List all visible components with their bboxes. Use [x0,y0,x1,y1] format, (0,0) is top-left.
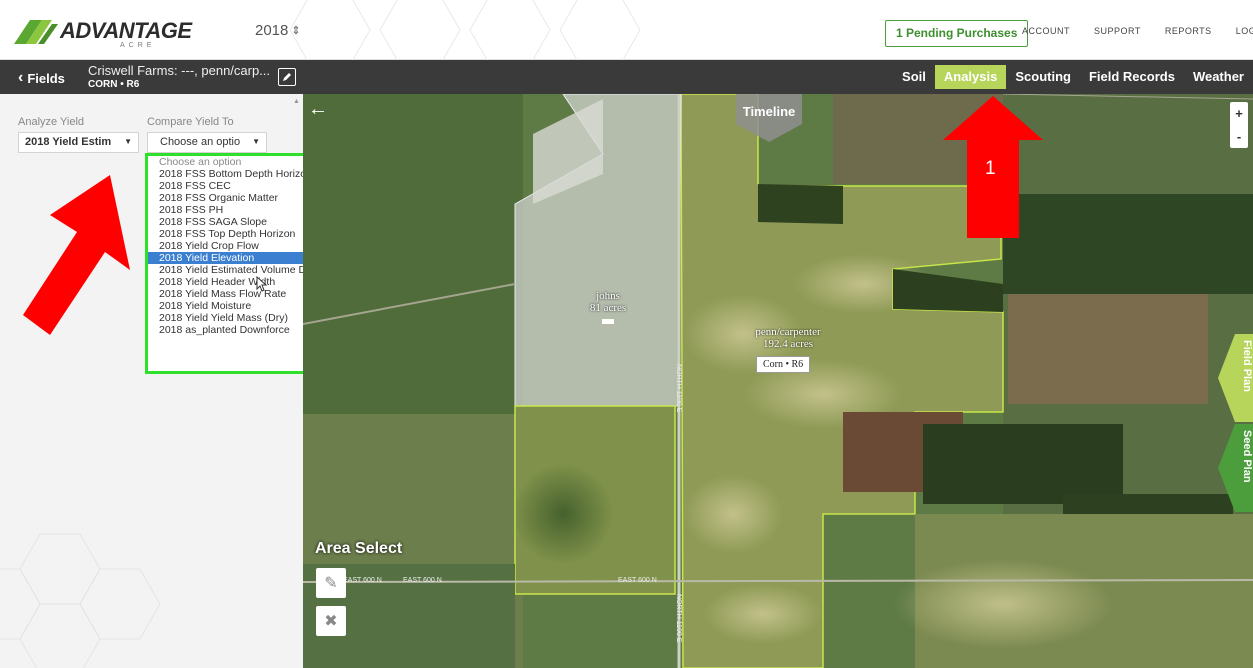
field-plan-label: Field Plan [1241,340,1253,392]
pencil-icon [283,73,291,81]
compare-yield-value: Choose an optio [160,136,241,148]
updown-caret-icon: ⇕ [291,25,301,37]
collapse-panel-arrow-icon[interactable]: ← [308,98,328,120]
view-tabs: Soil Analysis Scouting Field Records Wea… [893,60,1253,94]
nav-account[interactable]: ACCOUNT [1022,26,1070,36]
analysis-panel: ▲ Analyze Yield Compare Yield To 2018 Yi… [0,94,303,668]
back-to-fields-button[interactable]: ‹ Fields [18,69,65,87]
annotation-arrow-diagonal [23,175,130,335]
option-item[interactable]: 2018 FSS SAGA Slope [159,216,267,228]
year-value: 2018 [255,22,289,39]
magic-wand-icon: ✎ [324,575,338,592]
scroll-up-icon[interactable]: ▲ [293,98,300,105]
option-item-highlighted[interactable]: 2018 Yield Elevation [148,252,303,264]
analyze-yield-select[interactable]: 2018 Yield Estim ▼ [18,132,139,153]
tab-soil[interactable]: Soil [902,69,926,84]
option-item[interactable]: 2018 Yield Header Width [159,276,276,288]
seed-plan-tab[interactable]: Seed Plan [1218,424,1253,512]
year-select[interactable]: 2018 ⇕ [255,22,301,39]
seed-plan-label: Seed Plan [1241,430,1253,483]
dropdown-caret-icon: ▼ [252,137,260,146]
pending-purchases-button[interactable]: 1 Pending Purchases [885,20,1029,47]
field-label-johns: johns 81 acres [578,290,638,324]
hex-decoration [290,0,641,60]
area-select-title: Area Select [315,540,403,557]
tab-field-records[interactable]: Field Records [1088,69,1175,84]
option-item[interactable]: 2018 FSS Organic Matter [159,192,279,204]
mouse-pointer-icon [256,276,268,292]
option-item[interactable]: 2018 Yield Moisture [159,300,252,312]
option-item[interactable]: 2018 FSS CEC [159,180,231,192]
draw-area-button[interactable]: ✎ [316,568,346,598]
road-label: NORTH 1100 E [675,364,682,413]
top-header: ADVANTAGE ACRE 2018 ⇕ 1 Pending Purchase… [0,0,1253,60]
road-label: EAST 600 N [403,577,442,584]
option-item[interactable]: 2018 FSS Top Depth Horizon [159,228,296,240]
analyze-yield-label: Analyze Yield [18,116,85,128]
road-label: EAST 600 N [618,577,657,584]
zoom-control: + - [1230,102,1248,148]
dropdown-caret-icon: ▼ [124,137,132,146]
timeline-label: Timeline [742,104,796,119]
field-acres-johns: 81 acres [589,302,627,314]
field-crop-stage: CORN • R6 [88,79,140,90]
option-placeholder[interactable]: Choose an option [159,156,242,168]
field-name-penn-carpenter: penn/carpenter [755,326,821,338]
close-icon: ✖ [324,613,338,630]
tab-scouting[interactable]: Scouting [1015,69,1071,84]
hex-background [0,533,161,668]
top-nav: ACCOUNT SUPPORT REPORTS LOGOUT [1022,26,1253,36]
annotation-arrow-up [943,96,1043,238]
option-item[interactable]: 2018 Yield Yield Mass (Dry) [159,312,288,324]
field-plan-tab[interactable]: Field Plan [1218,334,1253,422]
nav-support[interactable]: SUPPORT [1094,26,1141,36]
field-marker-johns [602,319,614,324]
annotation-number: 1 [985,158,996,179]
option-item[interactable]: 2018 FSS Bottom Depth Horizon [159,168,303,180]
map-imagery [303,94,1253,668]
road-label: EAST 600 N [343,577,382,584]
option-item[interactable]: 2018 Yield Mass Flow Rate [159,288,287,300]
compare-yield-select[interactable]: Choose an optio ▼ [147,132,267,153]
field-toolbar: ‹ Fields Criswell Farms: ---, penn/carp.… [0,60,1253,94]
crop-badge[interactable]: Corn • R6 [756,356,811,373]
compare-yield-label: Compare Yield To [147,116,234,128]
field-name: Criswell Farms: ---, penn/carp... [88,63,271,78]
tab-weather[interactable]: Weather [1192,69,1244,84]
back-fields-label: Fields [27,70,65,86]
option-item[interactable]: 2018 Yield Crop Flow [159,240,259,252]
zoom-in-button[interactable]: + [1235,106,1243,121]
compare-options-dropdown: Choose an option 2018 FSS Bottom Depth H… [145,153,303,374]
field-label-penn-carpenter: penn/carpenter 192.4 acres [733,326,843,350]
logo-subtext: ACRE [120,42,156,49]
chevron-left-icon: ‹ [18,69,24,86]
analyze-yield-value: 2018 Yield Estim [25,136,112,148]
satellite-map[interactable]: ← Timeline johns 81 acres penn/carpenter… [303,94,1253,668]
option-item[interactable]: 2018 as_planted Downforce [159,324,290,336]
option-item[interactable]: 2018 FSS PH [159,204,224,216]
option-item[interactable]: 2018 Yield Estimated Volume Dry [159,264,303,276]
tab-analysis[interactable]: Analysis [934,65,1007,89]
field-name-johns: johns [596,290,620,302]
zoom-out-button[interactable]: - [1236,129,1242,144]
advantage-acre-logo[interactable]: ADVANTAGE ACRE [12,16,192,49]
clear-area-button[interactable]: ✖ [316,606,346,636]
logo-mark-icon [14,20,58,44]
logo-text: ADVANTAGE [60,18,192,43]
nav-logout[interactable]: LOGOUT [1235,26,1253,36]
edit-field-button[interactable] [278,68,296,86]
nav-reports[interactable]: REPORTS [1164,26,1212,36]
field-acres-penn-carpenter: 192.4 acres [762,338,814,350]
road-label: NORTH 1100 E [675,594,682,643]
